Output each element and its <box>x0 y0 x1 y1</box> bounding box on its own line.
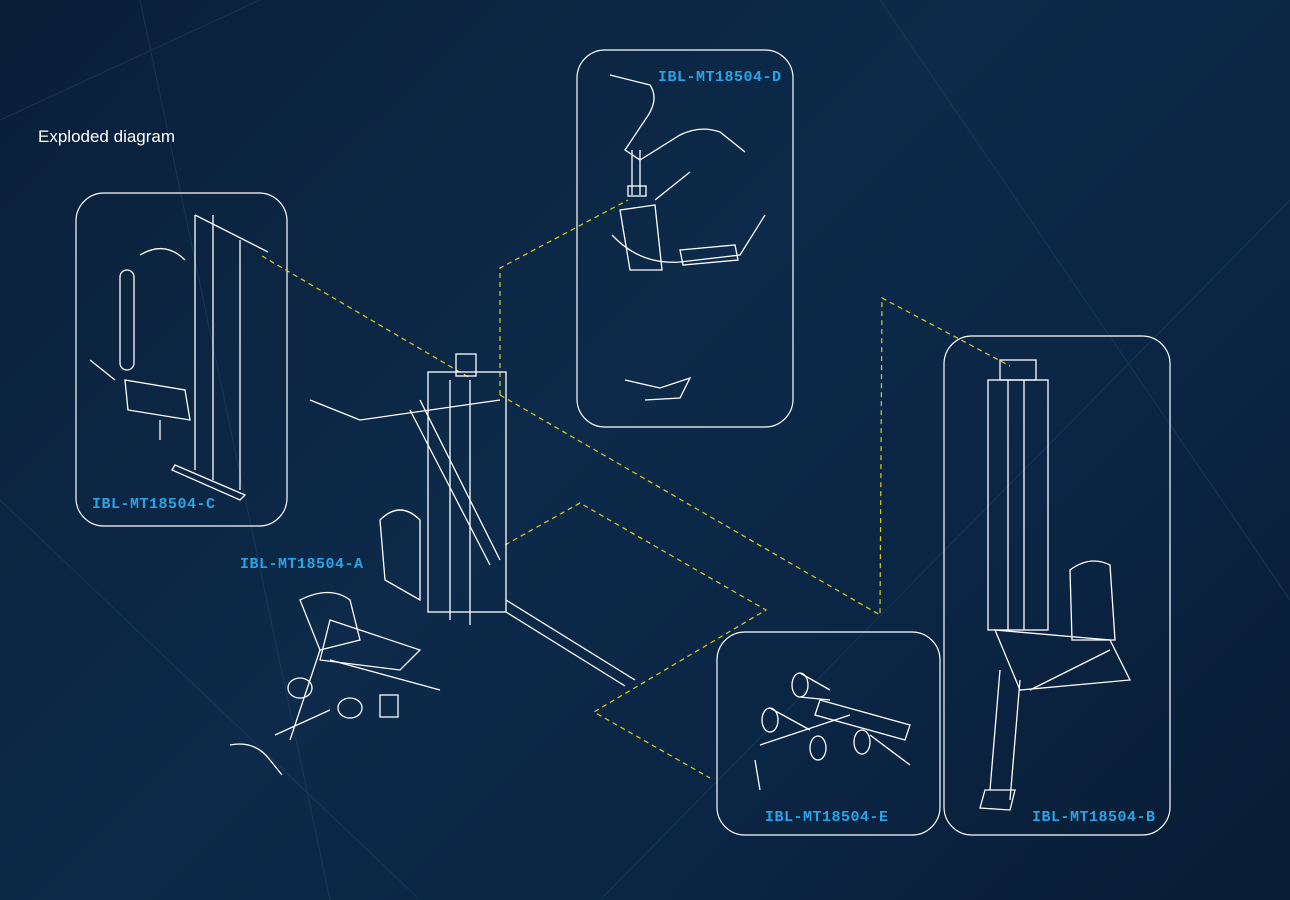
leader-lines <box>261 199 1011 779</box>
panel-c <box>75 192 288 527</box>
page-title: Exploded diagram <box>38 127 176 146</box>
panel-e <box>716 631 941 836</box>
machine-a-drawing <box>229 353 636 776</box>
machine-c-drawing <box>89 214 269 501</box>
machine-e-drawing <box>754 672 911 791</box>
machine-d-drawing <box>609 74 766 401</box>
panel-d <box>576 49 794 428</box>
part-label-b: IBL-MT18504-B <box>1032 809 1156 826</box>
panel-b <box>943 335 1171 836</box>
machine-b-drawing <box>979 359 1132 811</box>
part-label-a: IBL-MT18504-A <box>240 556 364 573</box>
part-label-e: IBL-MT18504-E <box>765 809 889 826</box>
part-label-d: IBL-MT18504-D <box>658 69 782 86</box>
part-label-c: IBL-MT18504-C <box>92 496 216 513</box>
